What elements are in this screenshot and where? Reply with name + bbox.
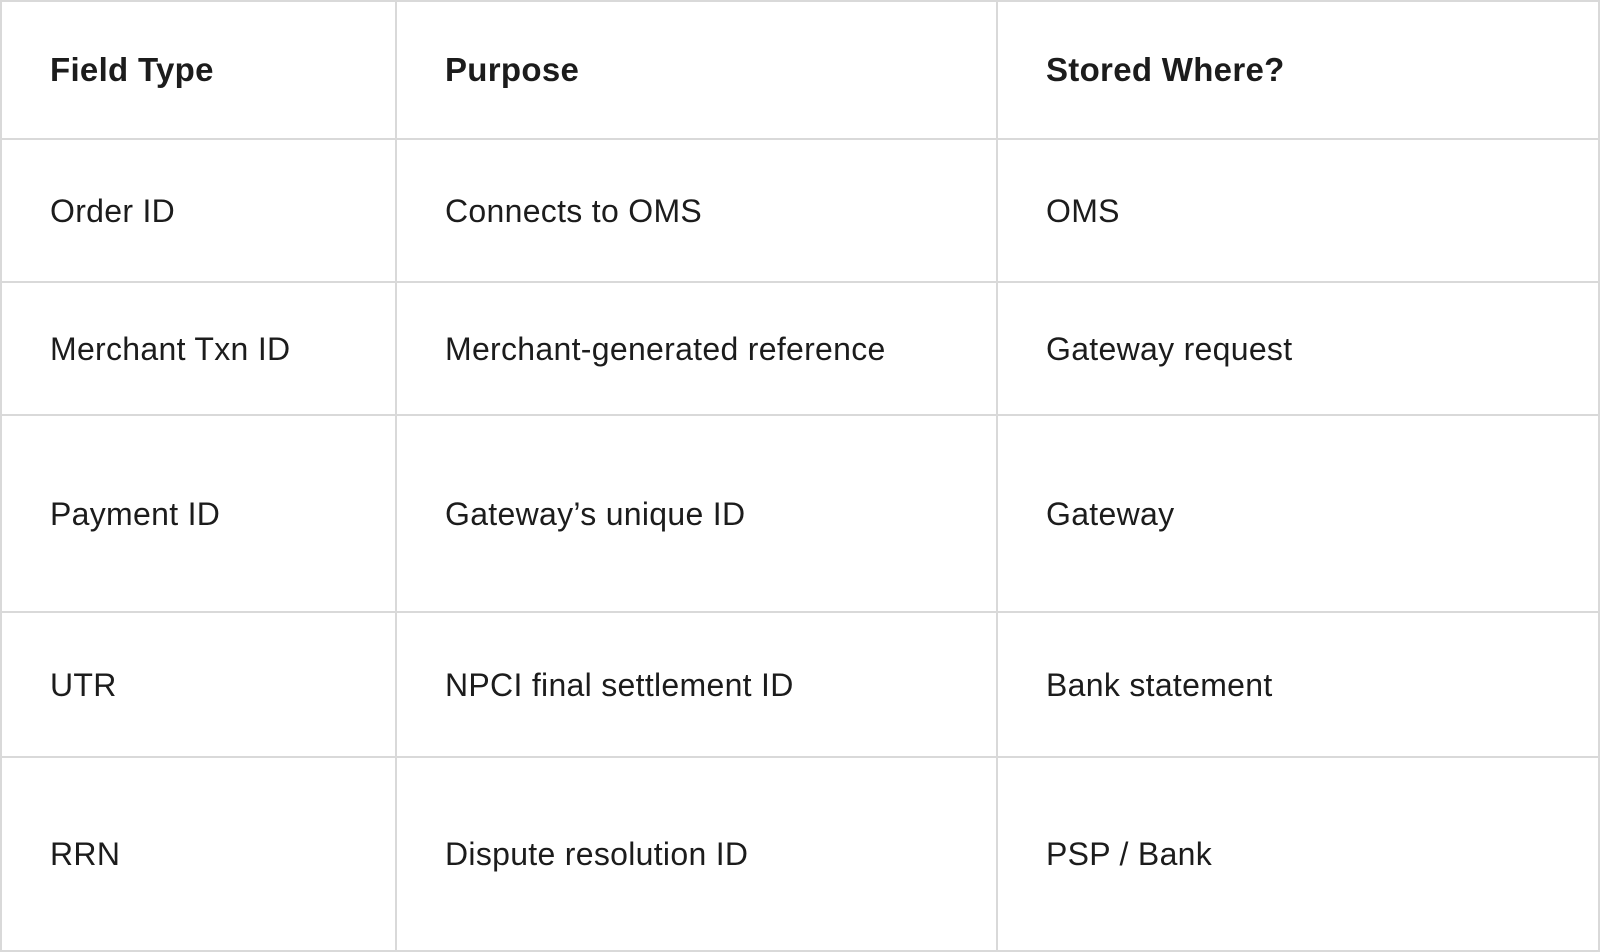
cell-stored-where: Bank statement: [998, 613, 1598, 758]
cell-field-type: RRN: [2, 758, 397, 950]
cell-field-type: UTR: [2, 613, 397, 758]
cell-purpose: Merchant-generated reference: [397, 283, 998, 416]
table-row: Payment ID Gateway’s unique ID Gateway: [2, 416, 1598, 613]
cell-purpose: NPCI final settlement ID: [397, 613, 998, 758]
cell-stored-where: OMS: [998, 140, 1598, 283]
table-row: RRN Dispute resolution ID PSP / Bank: [2, 758, 1598, 950]
table-header-row: Field Type Purpose Stored Where?: [2, 2, 1598, 140]
table-row: Order ID Connects to OMS OMS: [2, 140, 1598, 283]
cell-field-type: Merchant Txn ID: [2, 283, 397, 416]
cell-purpose: Dispute resolution ID: [397, 758, 998, 950]
cell-purpose: Gateway’s unique ID: [397, 416, 998, 613]
column-header-field-type: Field Type: [2, 2, 397, 140]
cell-stored-where: Gateway: [998, 416, 1598, 613]
cell-field-type: Order ID: [2, 140, 397, 283]
table-row: UTR NPCI final settlement ID Bank statem…: [2, 613, 1598, 758]
column-header-stored-where: Stored Where?: [998, 2, 1598, 140]
column-header-purpose: Purpose: [397, 2, 998, 140]
cell-stored-where: Gateway request: [998, 283, 1598, 416]
cell-field-type: Payment ID: [2, 416, 397, 613]
table-row: Merchant Txn ID Merchant-generated refer…: [2, 283, 1598, 416]
cell-purpose: Connects to OMS: [397, 140, 998, 283]
cell-stored-where: PSP / Bank: [1046, 836, 1213, 872]
